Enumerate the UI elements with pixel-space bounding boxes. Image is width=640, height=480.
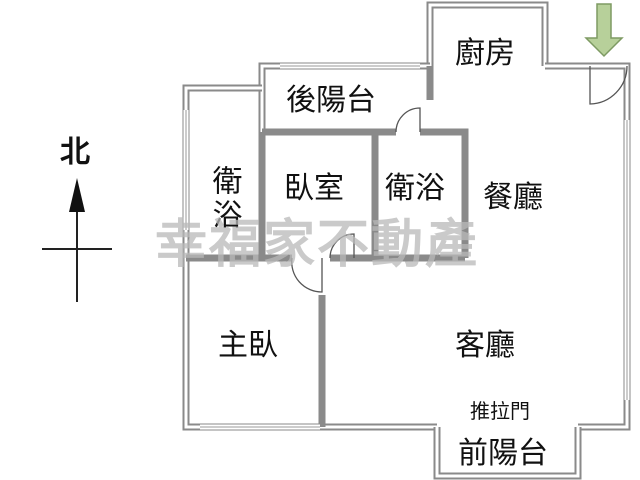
room-label-master-bedroom: 主臥	[218, 328, 278, 363]
door-swing-icon	[589, 65, 628, 105]
room-label-bathroom-mid: 衛浴	[385, 171, 445, 206]
room-label-kitchen: 廚房	[455, 36, 515, 71]
watermark: 幸福家不動產	[155, 214, 479, 275]
door-swing-icon	[329, 233, 355, 259]
room-label-rear-balcony: 後陽台	[286, 83, 376, 118]
doors	[291, 65, 628, 293]
room-label-dining: 餐廳	[483, 180, 543, 215]
room-label-living: 客廳	[455, 328, 515, 363]
room-label-bedroom: 臥室	[284, 171, 344, 206]
room-label-bathroom-left: 衛浴	[207, 165, 243, 233]
compass-north-label: 北	[60, 135, 90, 170]
door-swing-icon	[395, 107, 421, 133]
entrance-arrow-icon	[584, 3, 624, 58]
windows	[183, 63, 630, 430]
door-swing-icon	[291, 257, 323, 293]
room-label-front-balcony: 前陽台	[458, 436, 548, 471]
compass: 北	[42, 135, 112, 302]
sliding-door-label: 推拉門	[470, 399, 530, 423]
north-arrow-icon	[42, 178, 112, 302]
